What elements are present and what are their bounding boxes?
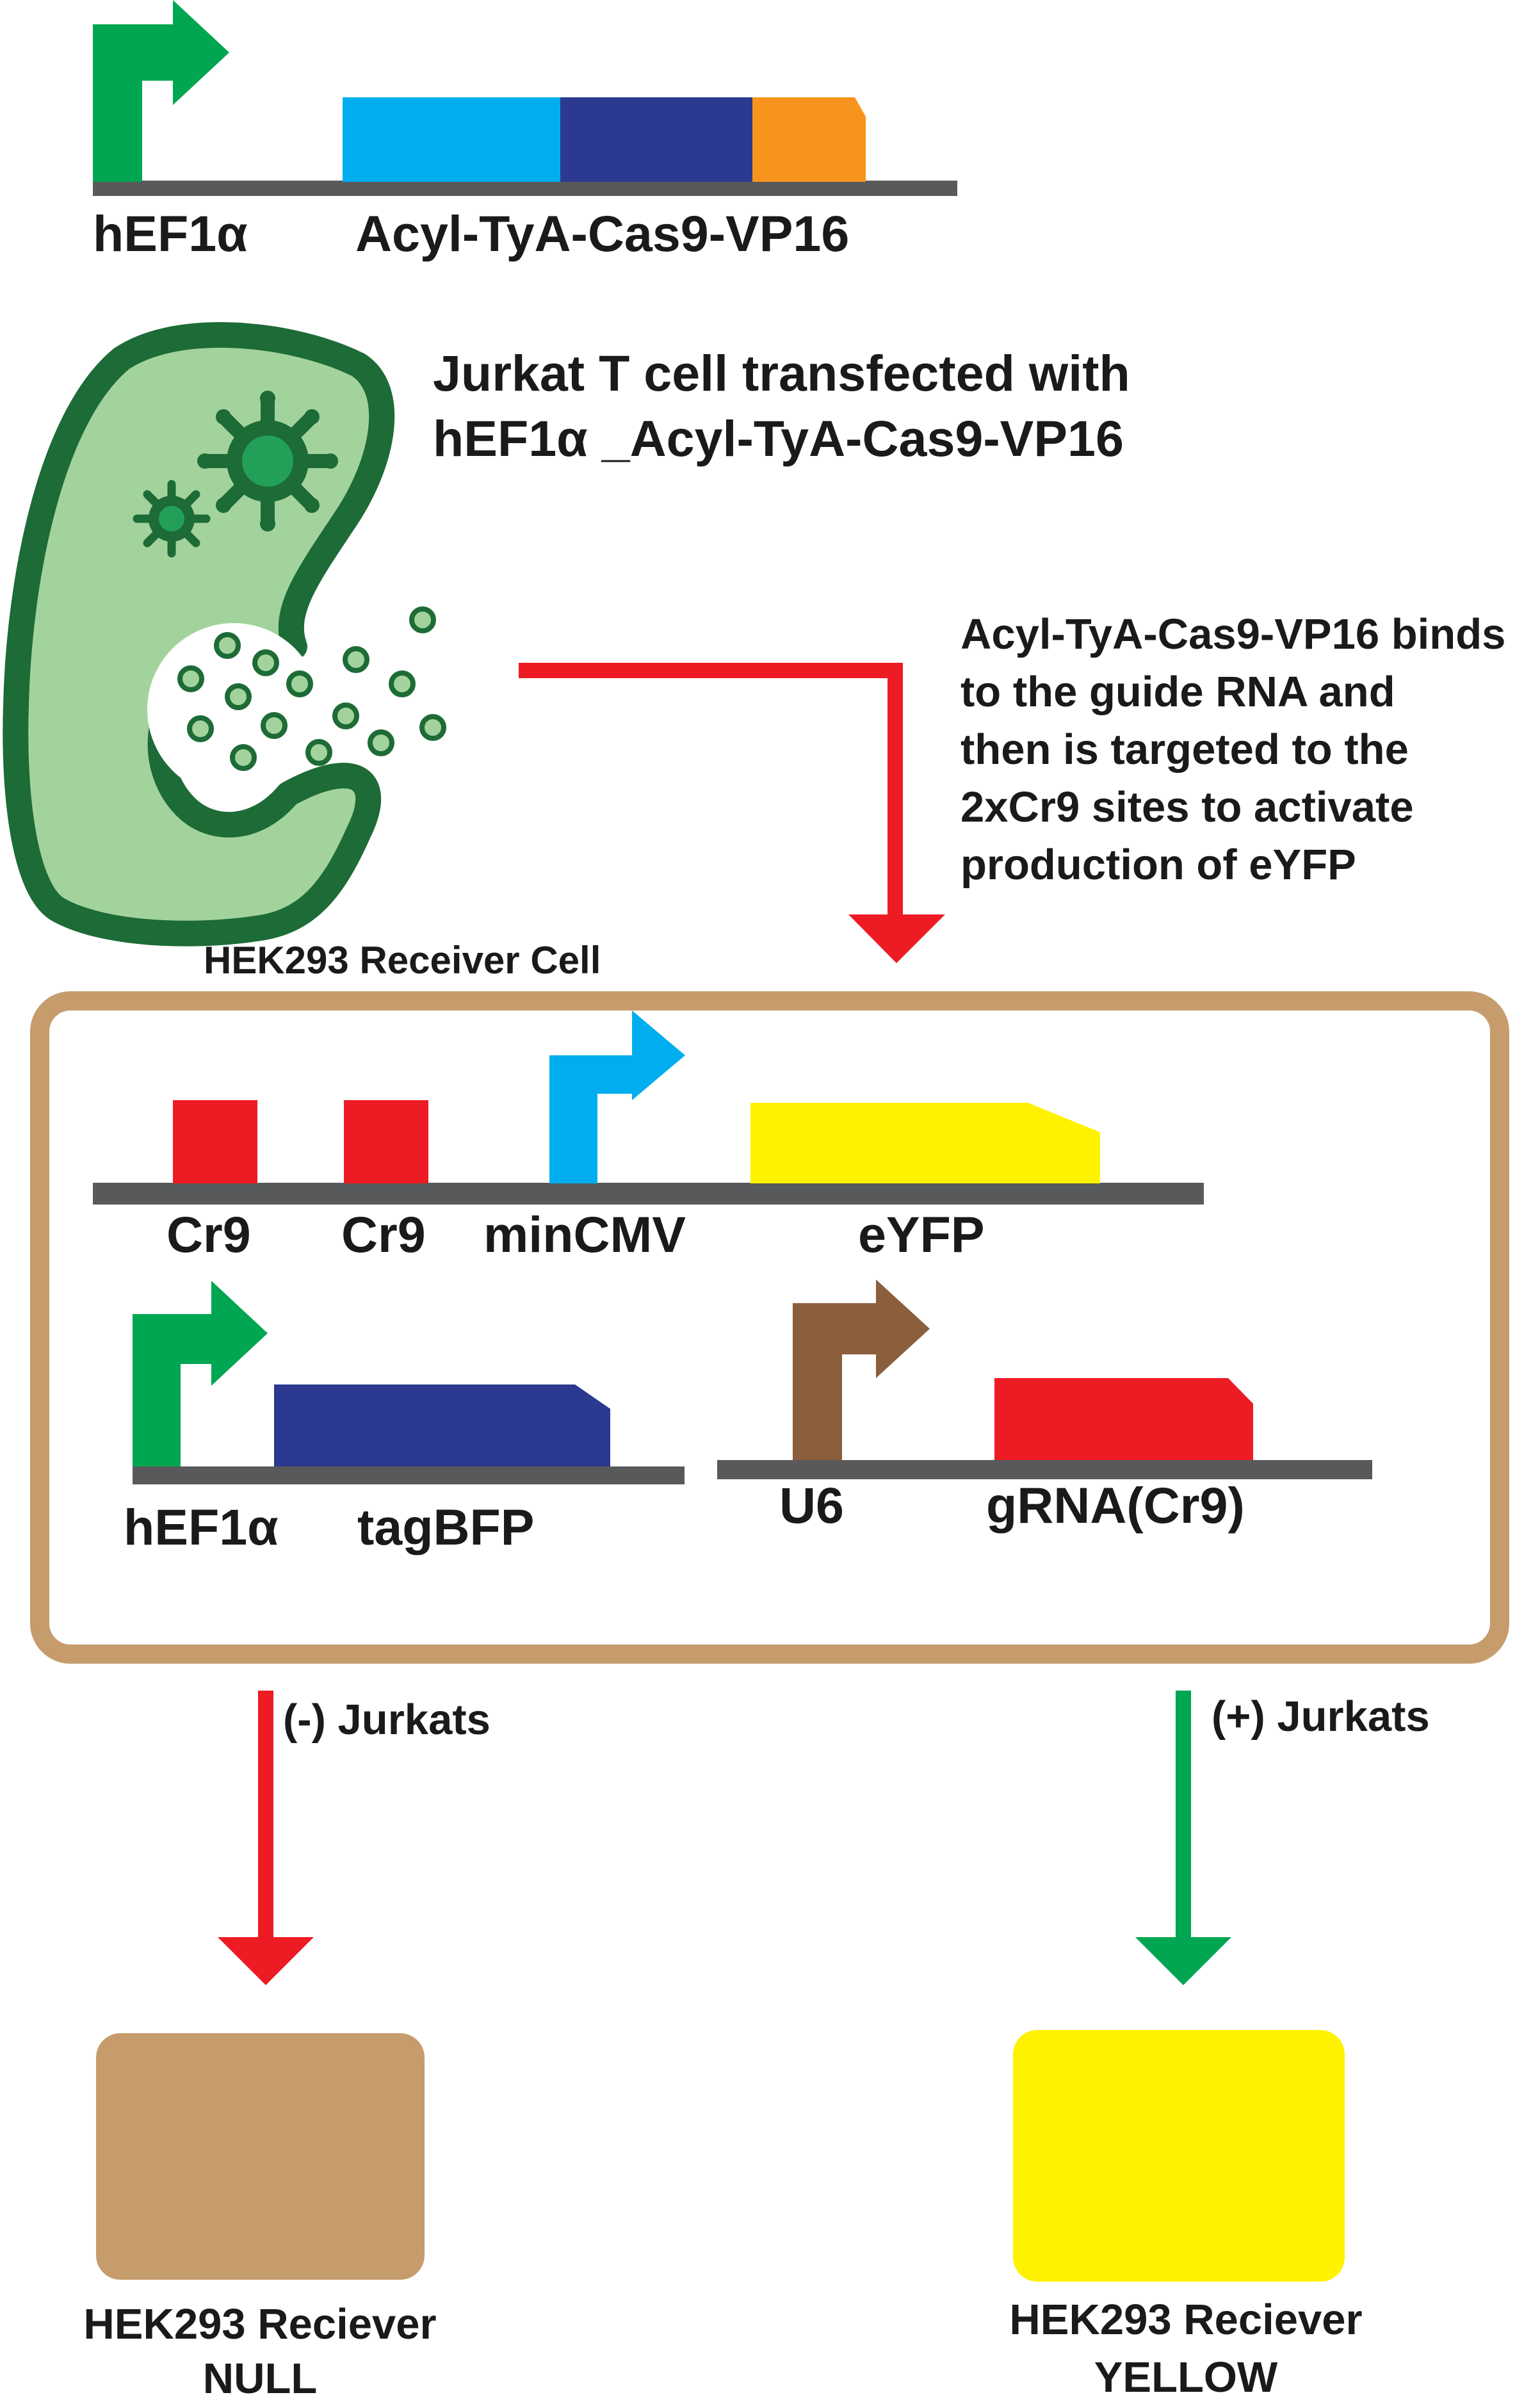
annotation-line: production of eYFP bbox=[960, 841, 1356, 889]
eyfp-gene-block bbox=[750, 1103, 1100, 1183]
jurkat-sender-cell bbox=[3, 322, 446, 946]
hef1a-promoter-arrow-icon bbox=[133, 1281, 268, 1466]
vesicle-dot bbox=[419, 714, 446, 741]
top-vp16-segment bbox=[752, 97, 866, 182]
positive-result-box bbox=[1013, 2030, 1345, 2282]
large-particle-icon bbox=[197, 391, 338, 532]
negative-result-box bbox=[96, 2033, 425, 2280]
secreted-vesicles bbox=[177, 606, 446, 771]
vesicle-dot bbox=[409, 606, 436, 633]
top-gene-label: Acyl-TyA-Cas9-VP16 bbox=[355, 205, 849, 262]
vesicle-dot bbox=[305, 739, 332, 766]
negative-outcome: (-) Jurkats HEK293 Reciever NULL bbox=[83, 1691, 490, 2395]
positive-result-line2: YELLOW bbox=[1094, 2353, 1278, 2395]
vesicle-dot bbox=[252, 649, 279, 676]
negative-result-line1: HEK293 Reciever bbox=[83, 2300, 436, 2348]
guide-construct: U6 gRNA(Cr9) bbox=[717, 1279, 1372, 1534]
grna-label: gRNA(Cr9) bbox=[986, 1477, 1245, 1534]
vesicle-dot bbox=[261, 712, 288, 739]
cr9-site-1-label: Cr9 bbox=[166, 1206, 251, 1263]
eyfp-label: eYFP bbox=[858, 1206, 985, 1263]
mincmv-label: minCMV bbox=[483, 1206, 686, 1263]
sender-caption-line1: Jurkat T cell transfected with bbox=[433, 345, 1130, 402]
tagbfp-gene-block bbox=[274, 1384, 610, 1466]
vesicle-dot bbox=[368, 729, 394, 756]
negative-result-line2: NULL bbox=[203, 2355, 318, 2395]
reporter-construct: Cr9 Cr9 minCMV eYFP bbox=[93, 1011, 1204, 1263]
vesicle-dot bbox=[286, 670, 313, 697]
top-backbone-line bbox=[93, 181, 957, 196]
sender-caption-line2: hEF1α _Acyl-TyA-Cas9-VP16 bbox=[433, 410, 1124, 467]
small-particle-icon bbox=[133, 480, 211, 558]
transfer-arrow-line bbox=[519, 663, 903, 916]
positive-arrow-label: (+) Jurkats bbox=[1212, 1693, 1430, 1741]
reporter-backbone-line bbox=[93, 1183, 1204, 1205]
marker-promoter-label: hEF1α bbox=[124, 1498, 279, 1555]
vesicle-dot bbox=[230, 744, 257, 771]
positive-result-line1: HEK293 Reciever bbox=[1009, 2296, 1362, 2344]
transfer-arrow bbox=[519, 663, 945, 963]
tagbfp-label: tagBFP bbox=[357, 1498, 535, 1555]
negative-arrow-label: (-) Jurkats bbox=[283, 1696, 490, 1744]
cr9-site-2 bbox=[344, 1100, 428, 1183]
positive-outcome: (+) Jurkats HEK293 Reciever YELLOW bbox=[1009, 1691, 1430, 2395]
top-construct: hEF1α Acyl-TyA-Cas9-VP16 bbox=[93, 0, 957, 262]
vesicle-dot bbox=[225, 683, 252, 710]
mechanism-annotation: Acyl-TyA-Cas9-VP16 binds to the guide RN… bbox=[960, 610, 1505, 889]
annotation-line: Acyl-TyA-Cas9-VP16 binds bbox=[960, 610, 1505, 658]
vesicle-dot bbox=[389, 670, 416, 697]
u6-promoter-arrow-icon bbox=[793, 1279, 930, 1460]
positive-arrow-head-icon bbox=[1135, 1937, 1231, 1985]
annotation-line: to the guide RNA and bbox=[960, 668, 1395, 716]
guide-backbone-line bbox=[717, 1460, 1372, 1479]
receiver-title: HEK293 Receiver Cell bbox=[204, 939, 601, 982]
cr9-site-1 bbox=[173, 1100, 257, 1183]
marker-backbone-line bbox=[133, 1466, 685, 1484]
top-acyl-segment bbox=[343, 97, 560, 182]
vesicle-dot bbox=[214, 632, 241, 659]
negative-arrow-head-icon bbox=[218, 1937, 314, 1985]
top-promoter-label: hEF1α bbox=[93, 205, 248, 262]
top-cas9-segment bbox=[560, 97, 752, 182]
vesicle-dot bbox=[343, 646, 369, 673]
u6-label: U6 bbox=[779, 1477, 844, 1534]
top-promoter-arrow-icon bbox=[93, 0, 229, 182]
annotation-line: 2xCr9 sites to activate bbox=[960, 783, 1414, 831]
vesicle-dot bbox=[177, 665, 204, 692]
marker-construct: hEF1α tagBFP bbox=[124, 1281, 685, 1555]
annotation-line: then is targeted to the bbox=[960, 726, 1409, 774]
cr9-site-2-label: Cr9 bbox=[341, 1206, 426, 1263]
mincmv-promoter-arrow-icon bbox=[549, 1011, 685, 1183]
transfer-arrow-head-icon bbox=[848, 914, 945, 963]
grna-gene-block bbox=[994, 1378, 1253, 1460]
vesicle-dot bbox=[332, 702, 359, 729]
vesicle-dot bbox=[187, 715, 214, 742]
